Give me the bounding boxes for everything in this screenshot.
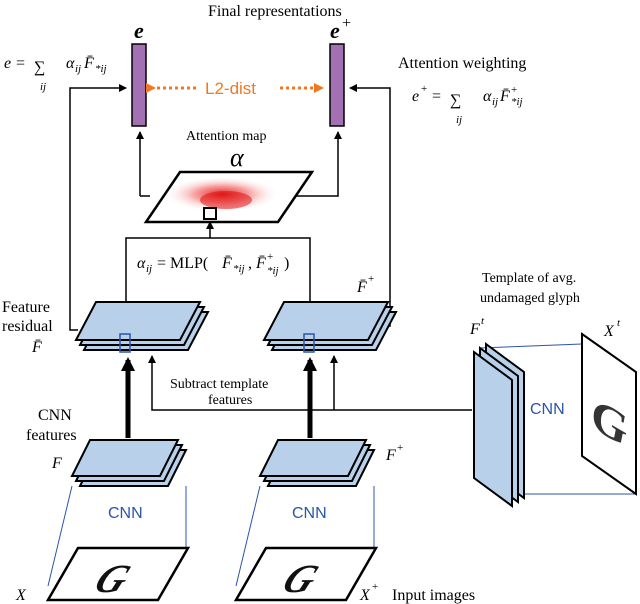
arrow-map-to-e-plus	[296, 131, 342, 197]
attention-map-label: Attention map	[186, 129, 267, 144]
arrow-residual-to-e-plus	[349, 84, 391, 327]
svg-text:t: t	[617, 317, 621, 329]
e-plus-label: e +	[330, 15, 351, 43]
cnn-projection-right	[235, 485, 375, 587]
alpha-label: α	[230, 143, 245, 172]
svg-text:*ij: *ij	[267, 265, 279, 277]
f-bar-label-left: F̄	[31, 339, 42, 356]
svg-text:X: X	[603, 323, 615, 340]
svg-text:∑: ∑	[34, 59, 45, 76]
subtract-template-arrow	[148, 355, 472, 411]
svg-text:*ij: *ij	[511, 96, 523, 108]
feature-residual-stack-left	[74, 301, 210, 353]
attention-cell	[203, 207, 217, 220]
svg-text:+: +	[267, 251, 273, 263]
feature-residual-label-1: Feature	[2, 299, 50, 316]
template-label-1: Template of avg.	[482, 271, 576, 286]
svg-text:e: e	[412, 88, 419, 105]
cnn-feature-stack-left	[70, 439, 188, 487]
svg-text:+: +	[511, 84, 517, 96]
x-plus-label: X +	[359, 581, 378, 604]
x-label: X	[15, 587, 27, 604]
svg-text:F: F	[385, 447, 396, 464]
svg-text:*ij: *ij	[233, 263, 245, 275]
mlp-equation: α ij = MLP( F̄ *ij , F̄ + *ij )	[137, 251, 289, 277]
svg-text:∑: ∑	[450, 92, 461, 109]
svg-text:*ij: *ij	[95, 63, 107, 75]
representation-vector-e-plus	[329, 43, 345, 127]
representation-vector-e	[131, 43, 147, 127]
svg-text:F̄: F̄	[356, 279, 367, 296]
feature-residual-stack-right	[262, 301, 398, 353]
svg-text:=: =	[16, 55, 25, 72]
svg-text:F̄: F̄	[221, 255, 232, 272]
input-image-right: G	[233, 546, 379, 601]
svg-text:ij: ij	[146, 263, 152, 275]
svg-text:ij: ij	[456, 114, 462, 126]
attention-heatmap-core	[200, 191, 252, 209]
mlp-line-left	[125, 237, 210, 310]
svg-text:): )	[284, 255, 289, 272]
attention-weighting-label: Attention weighting	[398, 55, 526, 72]
svg-text:+: +	[368, 273, 374, 285]
svg-text:α: α	[66, 55, 75, 72]
input-images-label: Input images	[392, 587, 475, 604]
template-glyph-image: G	[581, 332, 637, 496]
svg-text:+: +	[421, 83, 427, 95]
svg-text:=: =	[432, 88, 441, 105]
svg-text:t: t	[481, 315, 485, 327]
cnn-features-label-1: CNN	[38, 407, 72, 424]
svg-text:ij: ij	[492, 96, 498, 108]
template-projection-lines	[479, 343, 636, 495]
svg-text:e: e	[330, 18, 340, 43]
svg-text:F̄: F̄	[255, 255, 266, 272]
template-label-2: undamaged glyph	[480, 291, 580, 306]
input-image-left: G	[45, 546, 191, 601]
template-cnn-label: CNN	[530, 401, 565, 418]
svg-text:= MLP(: = MLP(	[157, 255, 208, 272]
svg-text:F: F	[469, 321, 480, 338]
svg-text:F̄: F̄	[83, 55, 94, 72]
f-label-left: F	[51, 455, 62, 472]
svg-text:e: e	[4, 55, 11, 72]
cnn-label-right: CNN	[292, 505, 327, 522]
x-t-label: X t	[603, 317, 621, 340]
svg-text:X: X	[359, 587, 371, 604]
arrow-residual-to-e	[69, 84, 127, 331]
l2-dist-label: L2-dist	[205, 79, 256, 98]
f-plus-label: F +	[385, 442, 403, 464]
svg-text:F̄: F̄	[499, 88, 510, 105]
mlp-line-right	[210, 237, 311, 310]
cnn-features-label-2: features	[26, 427, 77, 444]
e-label: e	[134, 18, 144, 43]
template-feature-stack	[473, 342, 525, 508]
e-formula: e = ∑ ij α ij F̄ *ij	[4, 55, 107, 93]
f-bar-plus-label: F̄ +	[356, 273, 374, 296]
f-t-label: F t	[469, 315, 485, 338]
cnn-feature-stack-right	[258, 439, 376, 487]
svg-text:α: α	[483, 88, 492, 105]
e-plus-formula: e + = ∑ ij α ij F̄ + *ij	[412, 83, 523, 126]
cnn-projection-left	[47, 485, 187, 587]
svg-text:+: +	[397, 442, 403, 454]
svg-text:+: +	[342, 15, 351, 32]
svg-text:,: ,	[248, 255, 252, 272]
feature-residual-label-2: residual	[2, 318, 53, 335]
final-representations-title: Final representations	[208, 3, 342, 20]
subtract-template-label-2: features	[208, 393, 252, 408]
svg-text:ij: ij	[75, 63, 81, 75]
subtract-template-label-1: Subtract template	[170, 377, 268, 392]
svg-text:ij: ij	[40, 81, 46, 93]
svg-text:F̄: F̄	[31, 339, 42, 356]
svg-text:+: +	[372, 581, 378, 593]
svg-text:α: α	[137, 255, 146, 272]
cnn-label-left: CNN	[108, 505, 143, 522]
